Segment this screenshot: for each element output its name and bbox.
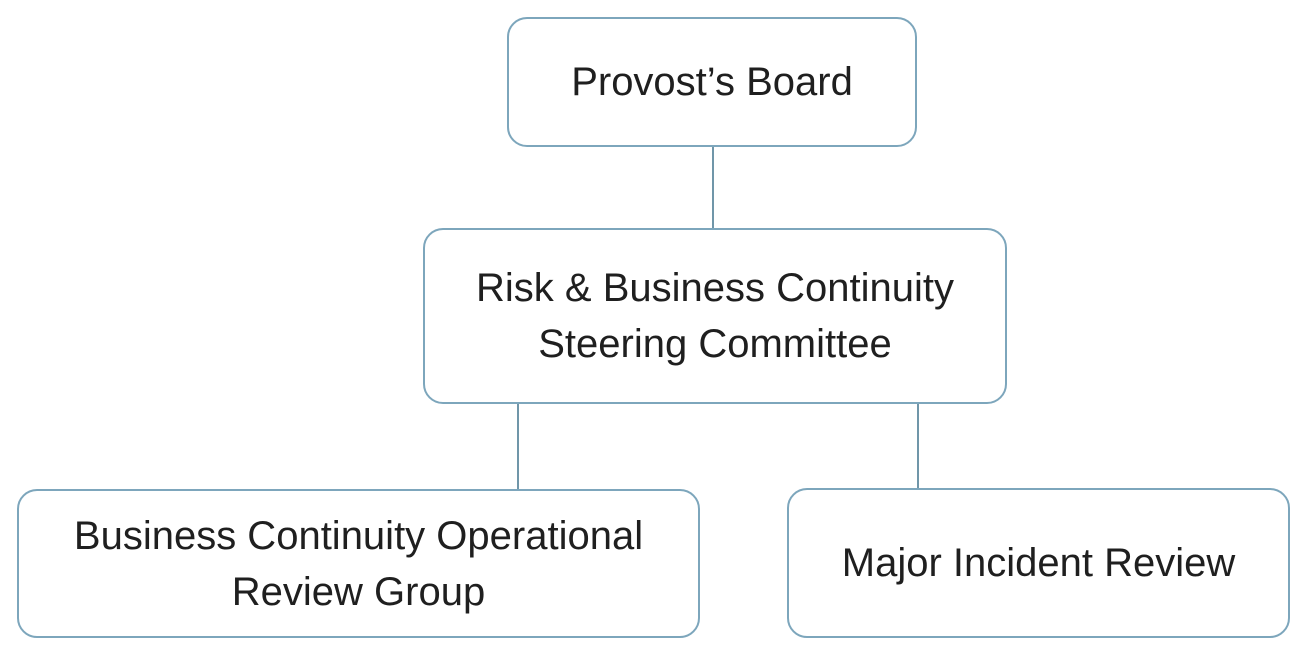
node-bc-operational-review-group-label: Business Continuity Operational Review G… xyxy=(73,513,644,614)
node-business-continuity-operational-review-group: Business Continuity Operational Review G… xyxy=(17,489,700,638)
connector-steering-to-operational-review xyxy=(517,403,519,491)
connector-provost-to-steering xyxy=(712,146,714,230)
node-steering-committee-label: Risk & Business Continuity Steering Comm… xyxy=(476,266,954,366)
node-provosts-board: Provost’s Board xyxy=(507,17,917,147)
connector-steering-to-major-incident xyxy=(917,403,919,490)
node-major-incident-review-label: Major Incident Review xyxy=(841,541,1236,585)
node-risk-business-continuity-steering-committee: Risk & Business Continuity Steering Comm… xyxy=(423,228,1007,404)
node-provosts-board-label: Provost’s Board xyxy=(571,60,853,104)
node-major-incident-review: Major Incident Review xyxy=(787,488,1290,638)
